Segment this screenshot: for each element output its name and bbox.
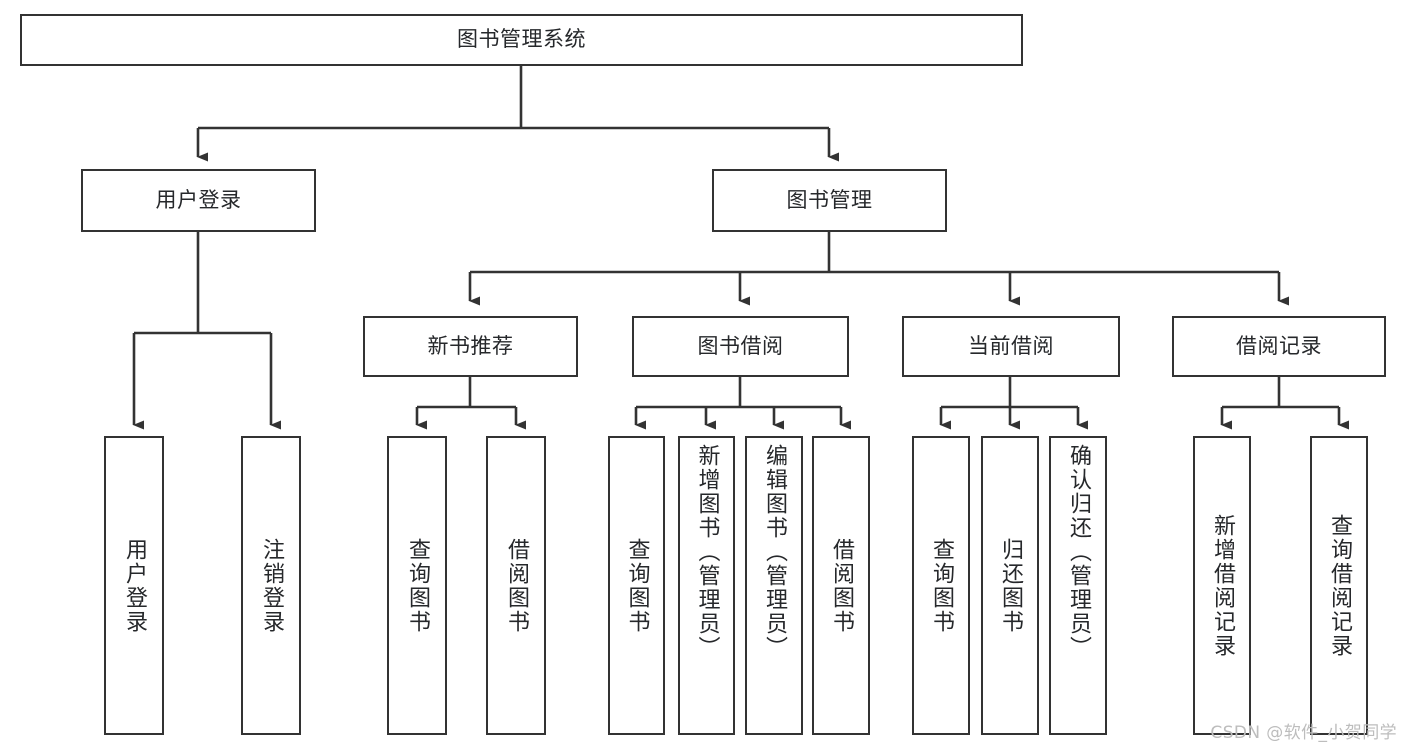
node-borrow-record[interactable]: 借阅记录	[1172, 316, 1386, 377]
leaf-label: 注销登录	[258, 537, 284, 634]
leaf-label: 用户登录	[121, 537, 147, 634]
node-user-login[interactable]: 用户登录	[81, 169, 316, 232]
leaf-new-book-borrow[interactable]: 借阅图书	[486, 436, 546, 735]
leaf-book-borrow-lend[interactable]: 借阅图书	[812, 436, 870, 735]
leaf-book-borrow-query[interactable]: 查询图书	[608, 436, 665, 735]
leaf-current-borrow-confirm[interactable]: 确认归还（管理员）	[1049, 436, 1107, 735]
node-root-label: 图书管理系统	[457, 27, 586, 52]
leaf-label: 查询图书	[928, 537, 954, 634]
node-current-borrow[interactable]: 当前借阅	[902, 316, 1120, 377]
leaf-label: 确认归还（管理员）	[1065, 444, 1091, 660]
leaf-user-login-signout[interactable]: 注销登录	[241, 436, 301, 735]
leaf-borrow-record-add[interactable]: 新增借阅记录	[1193, 436, 1251, 735]
node-borrow-record-label: 借阅记录	[1236, 333, 1322, 358]
node-book-management[interactable]: 图书管理	[712, 169, 947, 232]
leaf-user-login-signin[interactable]: 用户登录	[104, 436, 164, 735]
node-user-login-label: 用户登录	[155, 187, 242, 212]
node-current-borrow-label: 当前借阅	[968, 333, 1054, 358]
leaf-label: 查询图书	[404, 537, 430, 634]
node-book-borrow-label: 图书借阅	[697, 333, 784, 358]
leaf-new-book-query[interactable]: 查询图书	[387, 436, 447, 735]
node-book-management-label: 图书管理	[786, 187, 873, 212]
leaf-current-borrow-query[interactable]: 查询图书	[912, 436, 970, 735]
leaf-label: 新增借阅记录	[1209, 513, 1235, 658]
leaf-label: 查询图书	[624, 537, 650, 634]
leaf-label: 借阅图书	[828, 537, 854, 634]
leaf-book-borrow-add[interactable]: 新增图书（管理员）	[678, 436, 735, 735]
node-root[interactable]: 图书管理系统	[20, 14, 1023, 66]
node-book-borrow[interactable]: 图书借阅	[632, 316, 849, 377]
leaf-label: 新增图书（管理员）	[694, 444, 720, 660]
leaf-book-borrow-edit[interactable]: 编辑图书（管理员）	[745, 436, 803, 735]
node-new-book-recommend-label: 新书推荐	[427, 333, 514, 358]
leaf-current-borrow-return[interactable]: 归还图书	[981, 436, 1039, 735]
leaf-label: 借阅图书	[503, 537, 529, 634]
leaf-label: 编辑图书（管理员）	[761, 444, 787, 660]
leaf-label: 查询借阅记录	[1326, 513, 1352, 658]
node-new-book-recommend[interactable]: 新书推荐	[363, 316, 578, 377]
watermark-text: CSDN @软件_小贺同学	[1210, 723, 1397, 743]
leaf-label: 归还图书	[997, 537, 1023, 634]
leaf-borrow-record-query[interactable]: 查询借阅记录	[1310, 436, 1368, 735]
